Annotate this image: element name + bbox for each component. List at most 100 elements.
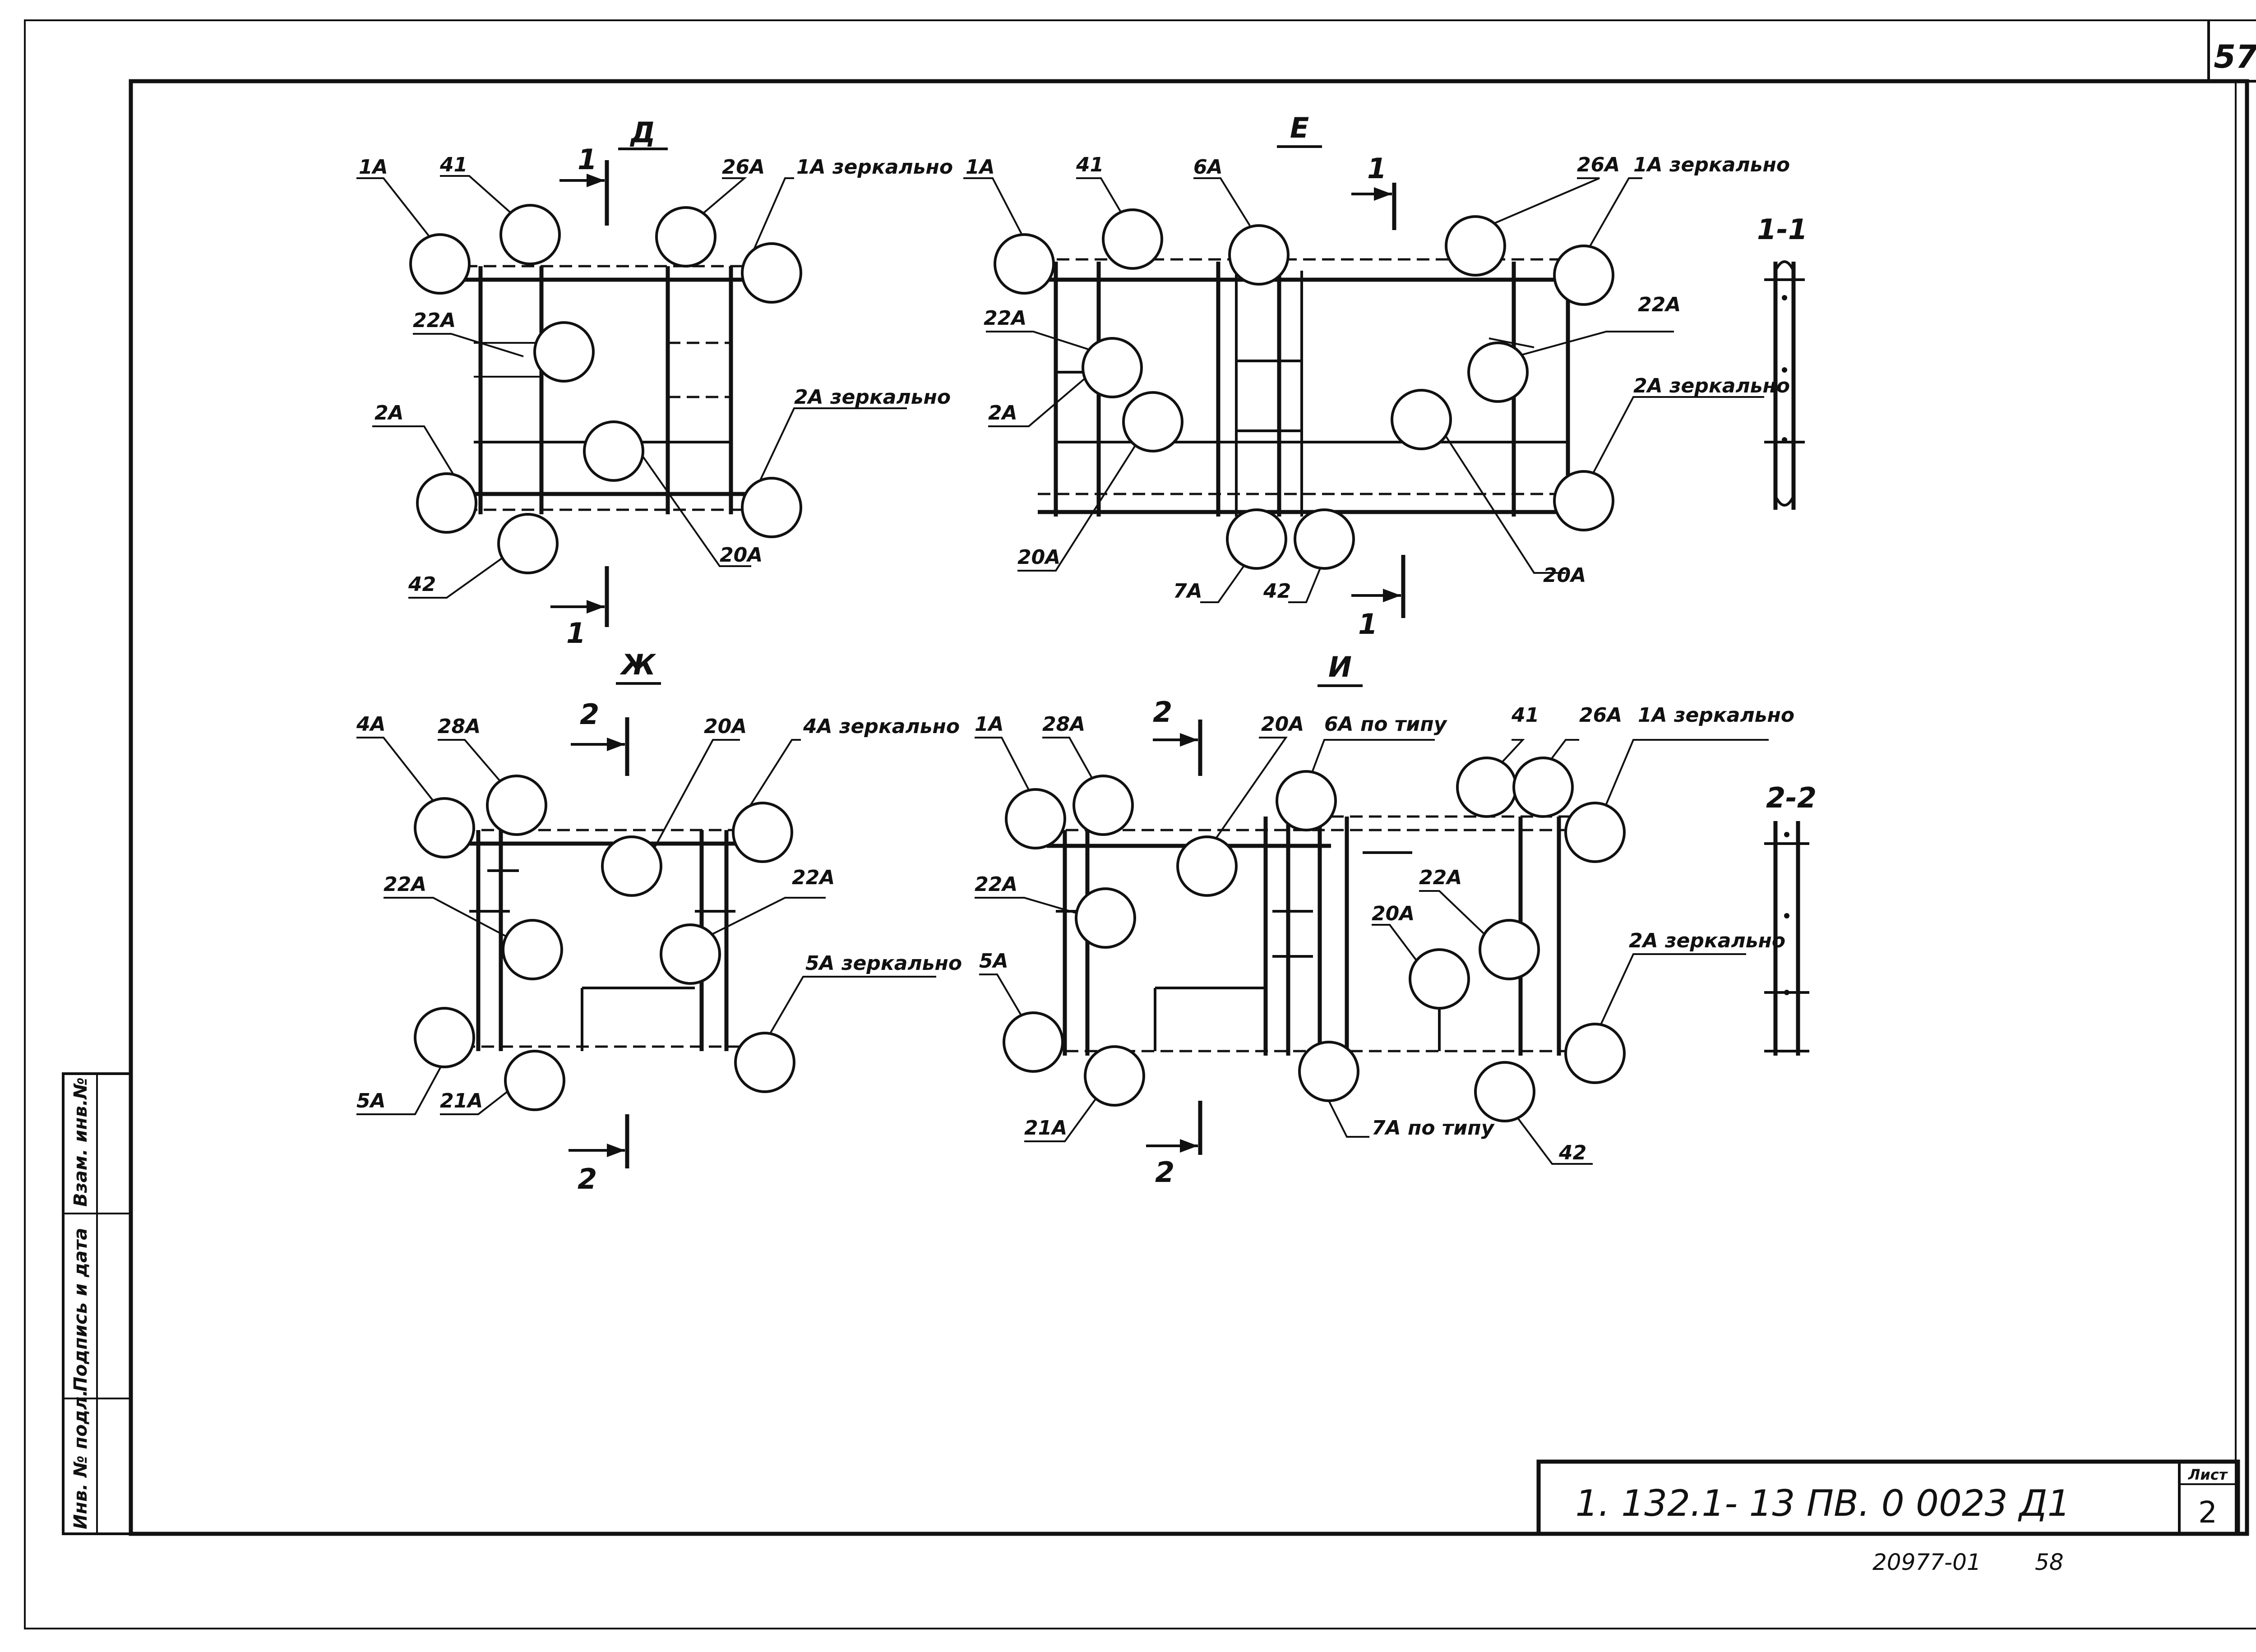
callout-bubble bbox=[1176, 835, 1238, 897]
callout-bubble bbox=[1003, 1011, 1064, 1073]
view-d-label-2a: 2А bbox=[374, 401, 404, 425]
view-d-cut-top: 1 bbox=[578, 143, 597, 176]
view-d-label-42: 42 bbox=[408, 573, 436, 596]
view-e-label-20a-left: 20А bbox=[1017, 546, 1060, 569]
callout-bubble bbox=[416, 472, 477, 534]
view-zh-label-21a: 21А bbox=[440, 1089, 483, 1112]
view-i-label-42: 42 bbox=[1558, 1141, 1586, 1164]
callout-bubble bbox=[486, 775, 547, 836]
callout-bubble bbox=[655, 206, 717, 268]
callout-bubble bbox=[734, 1032, 795, 1093]
callout-bubble bbox=[1445, 215, 1506, 277]
view-d-label-2a-mirror: 2А зеркально bbox=[794, 386, 951, 409]
view-i-label-20a: 20А bbox=[1261, 713, 1304, 736]
view-d-cut-bottom: 1 bbox=[566, 617, 586, 650]
view-d: Д 1 1 bbox=[356, 116, 953, 650]
view-e: Е 1 1 bbox=[963, 111, 1790, 641]
callout-bubble bbox=[1082, 337, 1143, 398]
view-i-label-20a-inner: 20А bbox=[1372, 902, 1415, 925]
callout-bubble bbox=[1479, 919, 1540, 980]
view-zh-label-4a-mirror: 4А зеркально bbox=[803, 715, 960, 738]
view-i-label-5a: 5А bbox=[979, 950, 1008, 973]
callout-bubble bbox=[414, 797, 475, 858]
callout-bubble bbox=[741, 242, 802, 304]
view-d-label-41: 41 bbox=[439, 153, 467, 176]
callout-bubble bbox=[1467, 341, 1529, 403]
callout-bubble bbox=[1073, 775, 1134, 836]
callout-bubble bbox=[499, 204, 561, 265]
callout-bubble bbox=[1075, 887, 1136, 949]
view-i-label-41: 41 bbox=[1511, 704, 1539, 727]
callout-bubble bbox=[1102, 208, 1163, 270]
callout-bubble bbox=[1474, 1061, 1535, 1122]
title-block: 1. 132.1- 13 ПВ. 0 0023 Д1 Лист 2 20977-… bbox=[1536, 1459, 2240, 1575]
section-1-1: 1-1 bbox=[1757, 213, 1808, 510]
callout-bubble bbox=[1512, 757, 1574, 818]
view-e-label-2a-mirror: 2А зеркально bbox=[1633, 374, 1790, 397]
callout-bubble bbox=[741, 477, 802, 538]
callout-bubble bbox=[732, 802, 793, 863]
view-i-label-6a-typ: 6А по типу bbox=[1324, 713, 1448, 736]
stamp-replace-inv: Взам. инв.№ bbox=[70, 1077, 91, 1207]
view-i-cut-bottom: 2 bbox=[1155, 1156, 1174, 1189]
view-e-title: Е bbox=[1290, 111, 1309, 144]
view-zh-label-22a-left: 22А bbox=[384, 873, 426, 896]
callout-bubble bbox=[1456, 757, 1517, 818]
view-e-label-2a: 2А bbox=[988, 401, 1017, 425]
stamp-inv-no: Инв. № подл. bbox=[70, 1389, 91, 1529]
view-i-label-22a-left: 22А bbox=[975, 873, 1017, 896]
view-i-label-28a: 28А bbox=[1042, 713, 1085, 736]
callout-bubble bbox=[533, 321, 595, 383]
callout-bubble bbox=[1084, 1045, 1145, 1107]
callout-bubble bbox=[1122, 391, 1183, 452]
view-i-label-26a: 26А bbox=[1579, 704, 1622, 727]
view-i-label-2a-mirror: 2А зеркально bbox=[1629, 929, 1785, 952]
view-e-label-20a-right: 20А bbox=[1543, 564, 1586, 587]
callout-bubble bbox=[1226, 508, 1287, 570]
view-zh-label-28a: 28А bbox=[438, 715, 481, 738]
callout-bubble bbox=[502, 919, 563, 980]
callout-bubble bbox=[1298, 1041, 1359, 1102]
view-e-label-22a-left: 22А bbox=[984, 307, 1026, 330]
side-stamp: Инв. № подл. Подпись и дата Взам. инв.№ bbox=[62, 1072, 132, 1535]
view-i-label-1a-mirror: 1А зеркально bbox=[1638, 704, 1794, 727]
callout-bubble bbox=[409, 233, 471, 295]
view-d-label-1a-mirror: 1А зеркально bbox=[796, 156, 953, 179]
footer-number: 20977-01 bbox=[1872, 1549, 1981, 1575]
callout-bubble bbox=[497, 513, 559, 574]
view-zh-label-4a: 4А bbox=[356, 713, 386, 736]
callout-bubble bbox=[583, 420, 644, 482]
callout-bubble bbox=[1276, 770, 1337, 831]
callout-bubble bbox=[660, 923, 721, 985]
view-e-cut-top: 1 bbox=[1367, 152, 1387, 185]
view-zh-label-22a-right: 22А bbox=[792, 866, 835, 889]
view-i-label-21a: 21А bbox=[1024, 1117, 1067, 1140]
view-e-label-41: 41 bbox=[1076, 153, 1104, 176]
callout-bubble bbox=[994, 233, 1055, 295]
section-2-2: 2-2 bbox=[1764, 781, 1817, 1056]
view-d-label-1a: 1А bbox=[359, 156, 388, 179]
drawing-designation: 1. 132.1- 13 ПВ. 0 0023 Д1 bbox=[1576, 1482, 2071, 1524]
view-d-label-22a: 22А bbox=[413, 309, 456, 332]
section-2-2-title: 2-2 bbox=[1766, 781, 1817, 814]
view-e-label-1a-mirror: 1А зеркально bbox=[1633, 153, 1790, 176]
view-zh-label-5a: 5А bbox=[356, 1089, 386, 1112]
callout-bubble bbox=[1564, 1023, 1626, 1084]
sheet-label: Лист bbox=[2188, 1466, 2228, 1483]
callout-bubble bbox=[414, 1007, 475, 1068]
view-e-label-7a: 7А bbox=[1173, 580, 1202, 603]
callout-bubble bbox=[1294, 508, 1355, 570]
view-i-label-22a-right: 22А bbox=[1419, 866, 1462, 889]
view-e-label-22a-right: 22А bbox=[1638, 293, 1681, 316]
view-i-title: И bbox=[1328, 651, 1352, 683]
callout-bubble bbox=[1005, 788, 1066, 849]
callout-bubble bbox=[504, 1050, 565, 1111]
callout-bubble bbox=[601, 835, 662, 897]
view-e-label-42: 42 bbox=[1263, 580, 1291, 603]
sheet-frames bbox=[24, 19, 2256, 1629]
view-e-label-1a: 1А bbox=[966, 156, 995, 179]
view-i: И 2 2 bbox=[975, 651, 1794, 1189]
footer-page: 58 bbox=[2035, 1549, 2064, 1575]
view-e-label-26a: 26А bbox=[1577, 153, 1620, 176]
